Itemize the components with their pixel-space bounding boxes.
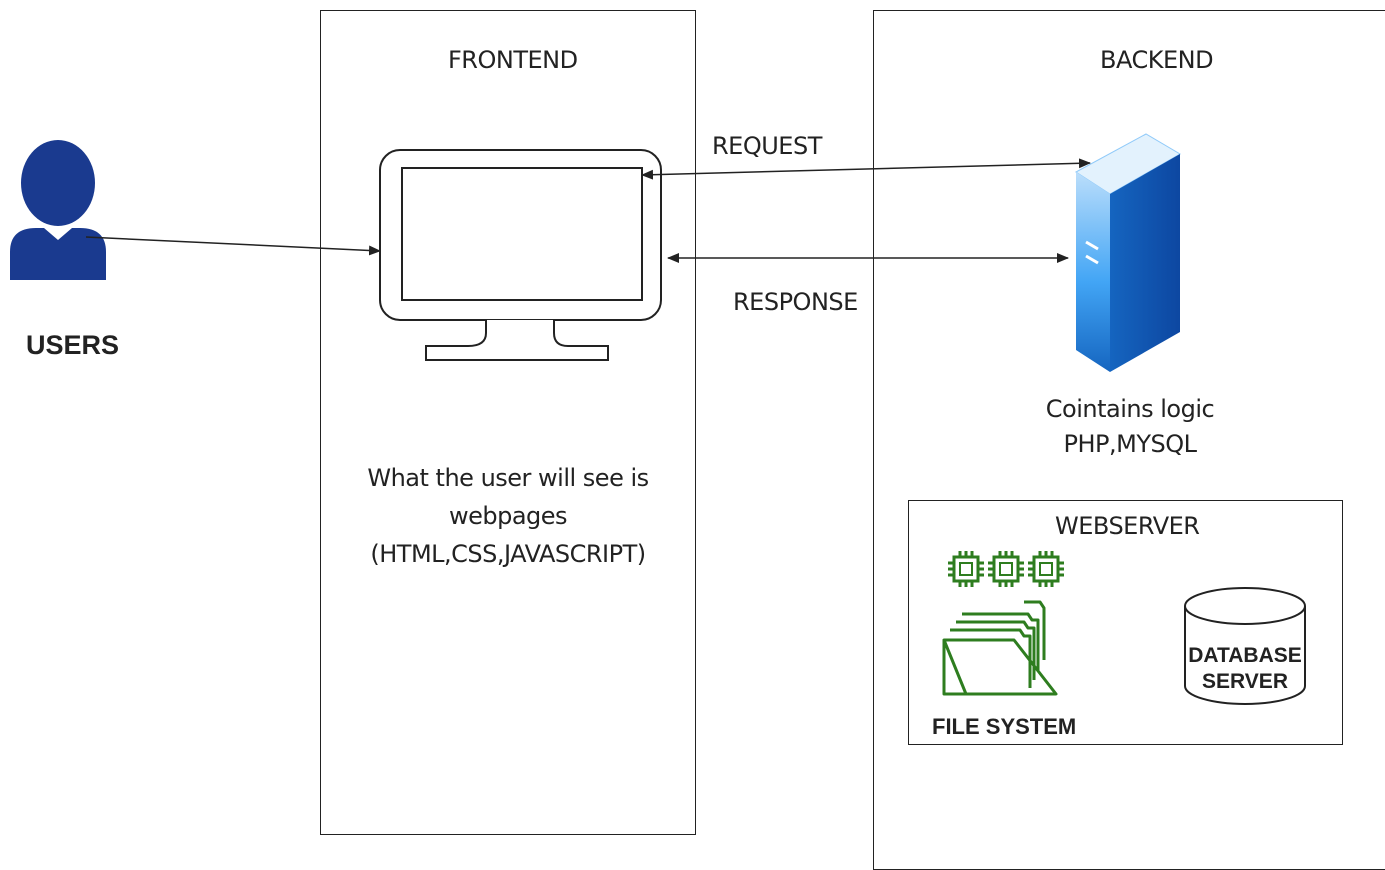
frontend-description-line-1: What the user will see is bbox=[367, 464, 649, 492]
file-system-label: FILE SYSTEM bbox=[932, 714, 1077, 739]
response-label: RESPONSE bbox=[733, 288, 858, 316]
database-icon bbox=[1184, 587, 1306, 705]
user-icon bbox=[10, 140, 106, 280]
frontend-panel bbox=[320, 10, 696, 835]
users-label: USERS bbox=[26, 330, 120, 360]
frontend-title: FRONTEND bbox=[448, 46, 578, 74]
webserver-title: WEBSERVER bbox=[1055, 512, 1200, 540]
server-note-line-1: Cointains logic bbox=[1045, 395, 1215, 423]
frontend-description-line-3: (HTML,CSS,JAVASCRIPT) bbox=[370, 540, 646, 568]
monitor-icon bbox=[379, 149, 662, 361]
database-label-line-1: DATABASE bbox=[1188, 644, 1302, 667]
chip-icon bbox=[948, 551, 1064, 587]
request-arrow bbox=[641, 158, 1091, 180]
folder-icon bbox=[942, 600, 1058, 696]
backend-title: BACKEND bbox=[1100, 46, 1214, 74]
request-label: REQUEST bbox=[712, 132, 822, 160]
user-to-frontend-arrow bbox=[85, 236, 381, 256]
server-icon bbox=[1075, 133, 1181, 372]
database-label-line-2: SERVER bbox=[1202, 670, 1288, 693]
connector-overlay bbox=[85, 158, 1091, 263]
frontend-description-line-2: webpages bbox=[448, 502, 568, 530]
server-note-line-2: PHP,MYSQL bbox=[1063, 430, 1197, 458]
